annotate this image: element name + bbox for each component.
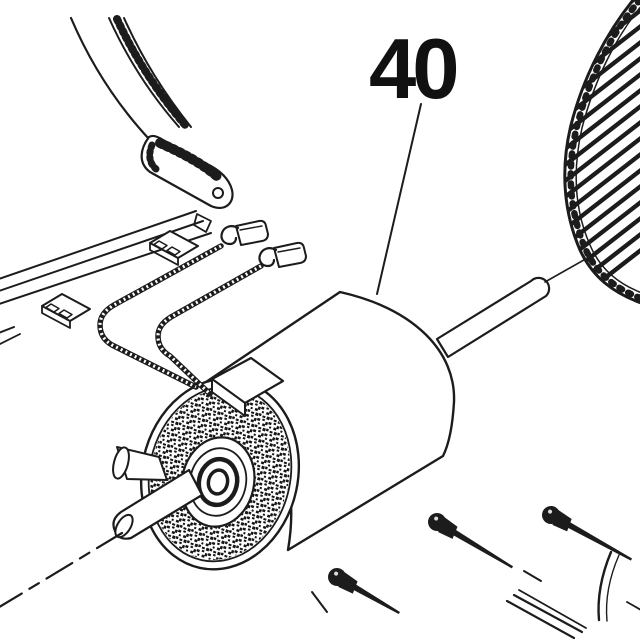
callout-leader-line [376, 103, 422, 295]
rail-clip-b [41, 293, 91, 329]
shaft-centerline-front [0, 531, 124, 608]
blower-motor [112, 276, 551, 571]
motor-front-shaft [112, 468, 204, 540]
callout-40[interactable]: 40 [369, 22, 460, 295]
spade-terminal-b [258, 241, 307, 268]
blower-wheel-rim [563, 0, 640, 305]
motor-rear-shaft [435, 276, 551, 359]
motor-mount-stud [112, 446, 168, 481]
callout-label[interactable]: 40 [369, 22, 460, 117]
rail-clip-a [149, 230, 199, 266]
motor-hub [180, 436, 256, 528]
pivot-bracket [140, 134, 234, 233]
bracket-tab [193, 213, 212, 233]
pivot-hole [212, 187, 224, 199]
mounting-rail [0, 210, 212, 346]
screw-centerline-dash-2 [311, 591, 328, 613]
housing-fragment [505, 550, 640, 640]
motor-wire-lead-a [97, 243, 224, 390]
motor-wire-lead-b [155, 263, 264, 397]
mounting-screw-2 [542, 506, 633, 561]
mounting-screw-3 [328, 568, 400, 615]
screw-centerline-dash-1 [523, 570, 542, 582]
spade-terminal-a [220, 219, 269, 246]
frame-arm [69, 15, 192, 141]
mounting-screw-1 [428, 513, 514, 569]
motor-terminal-tab [210, 356, 285, 417]
